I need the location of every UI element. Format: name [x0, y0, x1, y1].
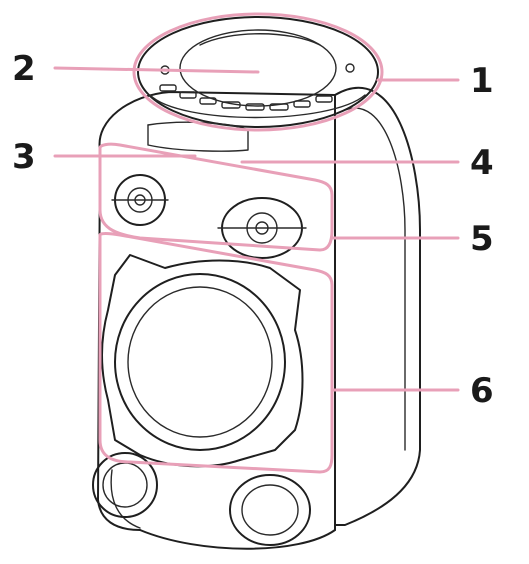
top-button [245, 103, 265, 111]
woofer-cone [114, 273, 286, 451]
leader-lines [53, 66, 460, 392]
callout-3: 3 [12, 137, 36, 177]
top-button [179, 91, 197, 99]
top-button [293, 100, 311, 108]
front-display-window [147, 124, 249, 152]
callout-4: 4 [470, 143, 494, 183]
callout-6: 6 [470, 371, 494, 411]
top-button [159, 84, 177, 92]
top-dot [345, 63, 355, 73]
front-display-top [147, 121, 249, 131]
right-jack [217, 197, 307, 259]
top-button [315, 95, 333, 103]
top-panel [137, 16, 379, 128]
leader-line-2 [53, 66, 260, 74]
speaker-right-side [334, 86, 421, 526]
top-button [199, 97, 217, 105]
callout-numbers: 1 2 3 4 5 6 [12, 49, 494, 411]
top-button [221, 101, 241, 109]
callout-5: 5 [470, 219, 494, 259]
lower-center-speaker [229, 474, 311, 546]
top-panel-center-ring [179, 29, 337, 107]
callout-2: 2 [12, 49, 36, 89]
lower-left-outer [92, 452, 158, 518]
top-panel-arc [199, 33, 321, 46]
lower-center-outer [229, 474, 311, 546]
highlight-top-panel [132, 12, 384, 132]
speaker-bottom-edge [139, 529, 336, 550]
top-panel-front-rim [149, 94, 366, 119]
highlight-regions [98, 12, 384, 474]
lower-center-inner [241, 484, 299, 536]
highlight-woofer [98, 232, 334, 474]
lower-left-inner [102, 462, 148, 508]
top-panel-outer [137, 16, 379, 128]
speaker-front-left-edge [97, 149, 141, 531]
speaker-body [97, 86, 421, 550]
top-button [269, 103, 289, 111]
front-display-area [147, 121, 249, 152]
callout-1: 1 [470, 61, 494, 101]
woofer-assembly [101, 254, 304, 468]
highlight-jack-panel [98, 142, 334, 252]
speaker-side-inner-line [344, 107, 406, 451]
jack-panel [111, 174, 307, 259]
speaker-front-shoulder [98, 91, 336, 151]
stand-left [110, 469, 141, 529]
left-jack [111, 174, 169, 226]
woofer-frame [101, 254, 304, 468]
woofer-surround [127, 286, 273, 438]
top-panel-buttons [159, 33, 355, 111]
